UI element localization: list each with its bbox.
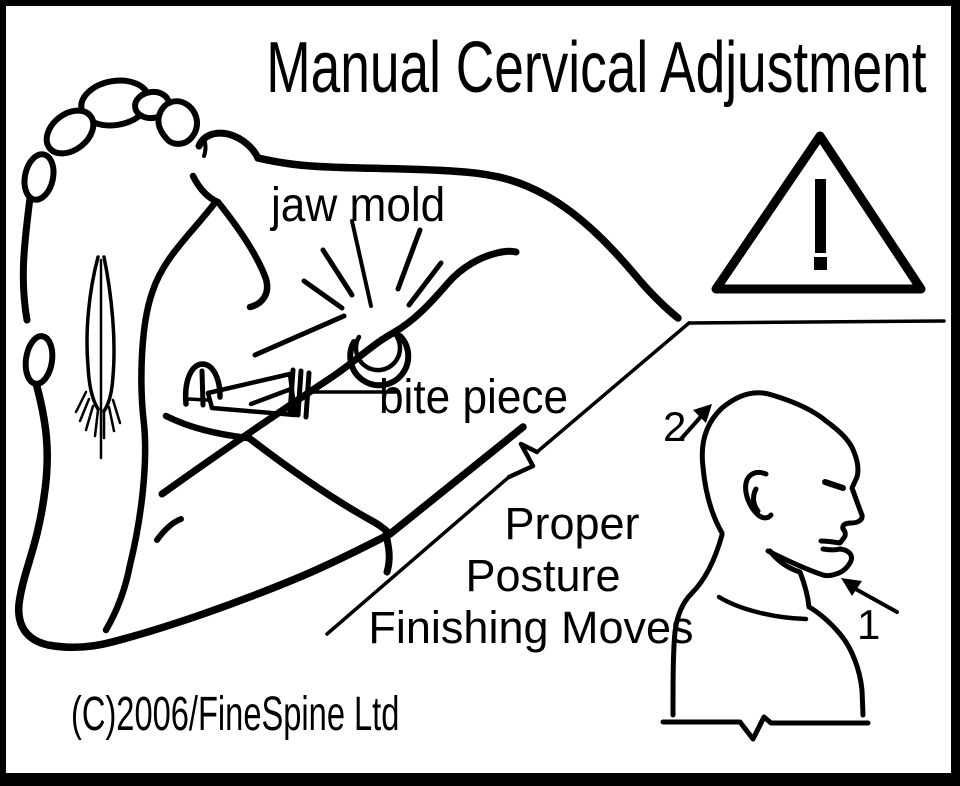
divider-diagonal-upper [535,321,691,454]
bite-wedge [205,371,298,418]
fist-crease-hook [189,172,271,311]
label-jaw-mold: jaw mold [271,179,446,232]
fist-thumb-tick [202,136,208,158]
jaw-mold-pointer-line [350,219,373,308]
flexed-arm-illustration [15,77,682,652]
eye [822,479,846,491]
jaw-mold-ring-inner [353,330,403,373]
knuckle-oval [22,333,56,387]
feather-fringes [74,390,122,440]
triangle-outline [711,131,926,294]
step-2-number: 2 [663,403,687,450]
break-zigzag [506,441,540,480]
head-outline [699,390,865,546]
feather-tattoo [74,255,122,460]
note-line-3: Finishing Moves [368,602,694,653]
fist-thumb-bump [195,129,262,162]
bite-piece-device [182,361,398,420]
crook-arch-tick [186,397,209,402]
jaw-mold-sunburst [252,219,444,389]
torso-baseline-with-break [660,714,871,742]
inner-forearm-line [102,200,218,634]
arrow-2-head [693,404,712,423]
note-line-1: Proper [504,498,640,549]
wrist-crease [154,516,184,543]
sun-rays [252,219,444,358]
warning-triangle-icon [711,131,926,294]
ear [743,469,774,521]
jaw-mold-ring-outer [347,333,412,389]
exclamation-icon [814,179,827,270]
note-proper-posture: Proper Posture Finishing Moves [341,498,721,654]
crook-fold-upper [162,412,251,442]
knuckle-oval [43,107,97,157]
finger-teardrop [155,98,200,147]
fist-knuckles [21,77,200,387]
knuckle-oval [21,151,57,203]
bite-piece-bars [287,367,312,420]
divider-horizontal-line [687,319,946,325]
elbow-branch-stroke [382,530,393,576]
arrow-1-shaft [850,585,899,614]
head-profile-illustration [660,390,899,742]
arrow-1-head [841,578,862,596]
label-bite-piece: bite piece [379,371,569,424]
neck-front-shoulder [767,548,866,718]
collar-line [716,594,809,622]
neck-back-shoulder [670,532,725,718]
arm-top-contour [254,154,682,322]
section-divider [325,319,946,636]
divider-diagonal-lower [325,475,511,636]
note-line-2: Posture [465,550,621,601]
crook-diagonal [158,247,520,498]
forearm-outer-edge-and-elbow [15,379,527,652]
mouth-and-chin [765,546,854,579]
step-1-number: 1 [857,601,881,648]
crook-arch [182,361,223,407]
fist-left-edge [19,194,34,324]
copyright-text: (C)2006/FineSpine Ltd [71,688,400,741]
page-title: Manual Cervical Adjustment [266,28,927,108]
crook-fold-lower [245,434,394,538]
adjustment-arrows [679,404,899,614]
